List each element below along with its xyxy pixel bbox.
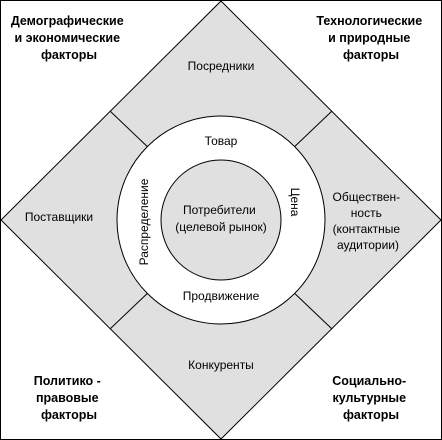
center-label: Потребители (целевой рынок) [175,203,266,234]
target-market-circle [160,159,282,281]
corner-bottom-right-label: Социально- культурные факторы [332,374,409,422]
corner-top-left-line: факторы [41,48,97,62]
corner-bottom-left-line: правовые [36,391,99,405]
corner-bottom-left-label: Политико - правовые факторы [34,374,105,422]
segment-right-label: Обществен- ность (контактные аудитории) [333,190,404,252]
segment-top-label: Посредники [188,59,255,73]
segment-divider-bottom-left [109,287,154,330]
segment-divider-top-right [288,110,333,153]
segment-right-line: ность [351,206,382,220]
corner-bottom-right-line: факторы [343,408,399,422]
corner-top-right-line: факторы [343,48,399,62]
ring-bottom-label: Продвижение [183,289,260,303]
segment-top-line: Посредники [188,59,255,73]
corner-bottom-left-line: Политико - [34,374,101,388]
segment-divider-top-left [109,110,154,153]
ring-right-label: Цена [288,188,302,217]
center-line: (целевой рынок) [175,220,266,234]
segment-bottom-label: Конкуренты [188,358,254,372]
segment-left-line: Поставщики [25,210,93,224]
segment-right-line: аудитории) [337,238,399,252]
ring-top-label: Товар [205,134,238,148]
corner-top-right-label: Технологические и природные факторы [316,14,425,62]
corner-top-left-label: Демографические и экономические факторы [11,14,127,62]
corner-top-left-line: Демографические [11,14,124,28]
ring-left-label: Распределение [137,178,151,265]
segment-right-line: (контактные [333,222,401,236]
corner-bottom-right-line: Социально- [332,374,406,388]
corner-bottom-left-line: факторы [41,408,97,422]
corner-top-left-line: и экономические [14,31,120,45]
center-line: Потребители [183,203,256,217]
corner-top-right-line: Технологические [316,14,422,28]
corner-bottom-right-line: культурные [332,391,406,405]
segment-divider-bottom-right [288,287,333,330]
segment-right-line: Обществен- [333,190,401,204]
corner-top-right-line: и природные [328,31,410,45]
segment-left-label: Поставщики [25,210,93,224]
segment-bottom-line: Конкуренты [188,358,254,372]
